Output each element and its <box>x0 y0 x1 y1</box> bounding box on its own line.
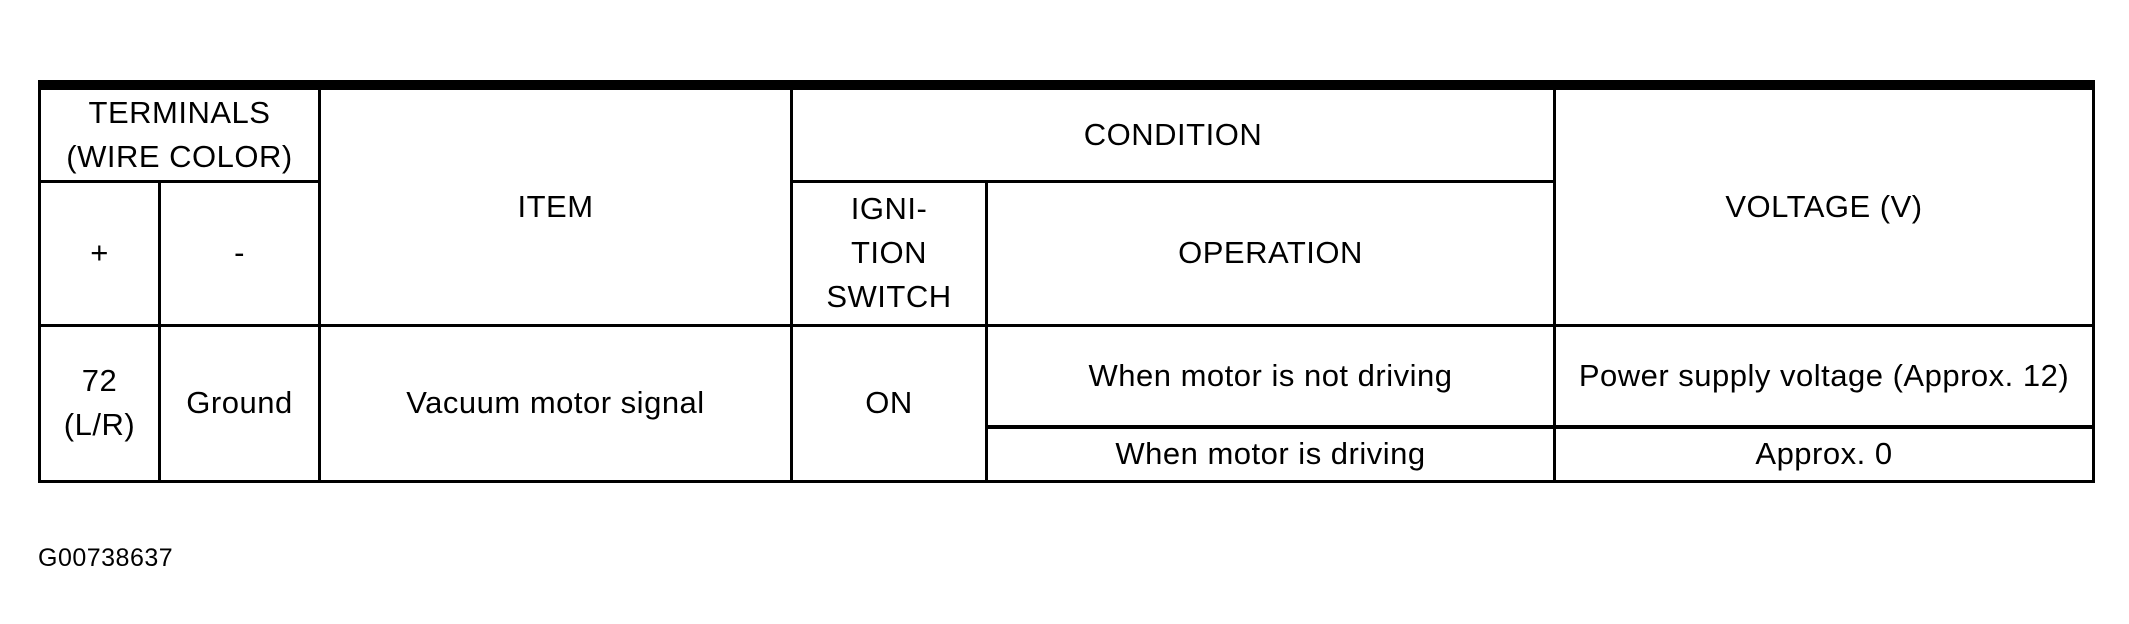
header-ignition-line1: IGNI- <box>850 190 928 226</box>
terminal-voltage-table: TERMINALS (WIRE COLOR) ITEM CONDITION VO… <box>38 80 2095 483</box>
header-ignition-line3: SWITCH <box>826 279 952 314</box>
cell-operation-driving: When motor is driving <box>985 425 1556 483</box>
header-terminals-line1: TERMINALS <box>88 94 271 130</box>
cell-voltage-not-driving: Power supply voltage (Approx. 12) <box>1553 323 2095 429</box>
cell-operation-not-driving: When motor is not driving <box>985 323 1556 429</box>
cell-terminal-plus-wire-color: (L/R) <box>63 407 136 442</box>
header-terminal-plus: + <box>38 179 161 327</box>
header-item: ITEM <box>318 80 793 327</box>
cell-terminal-plus-number: 72 <box>81 362 118 398</box>
cell-item: Vacuum motor signal <box>318 323 793 483</box>
cell-terminal-plus: 72 (L/R) <box>38 323 161 483</box>
header-condition: CONDITION <box>790 80 1556 183</box>
header-ignition-line2: TION <box>850 234 928 270</box>
header-voltage: VOLTAGE (V) <box>1553 80 2095 327</box>
header-terminal-minus: - <box>158 179 321 327</box>
cell-ignition-switch: ON <box>790 323 988 483</box>
cell-terminal-minus: Ground <box>158 323 321 483</box>
cell-voltage-driving: Approx. 0 <box>1553 425 2095 483</box>
header-operation: OPERATION <box>985 179 1556 327</box>
header-ignition-switch: IGNI- TION SWITCH <box>790 179 988 327</box>
figure-id-caption: G00738637 <box>38 544 174 572</box>
header-terminals-wire-color: TERMINALS (WIRE COLOR) <box>38 80 321 183</box>
header-terminals-line2: (WIRE COLOR) <box>66 138 293 174</box>
